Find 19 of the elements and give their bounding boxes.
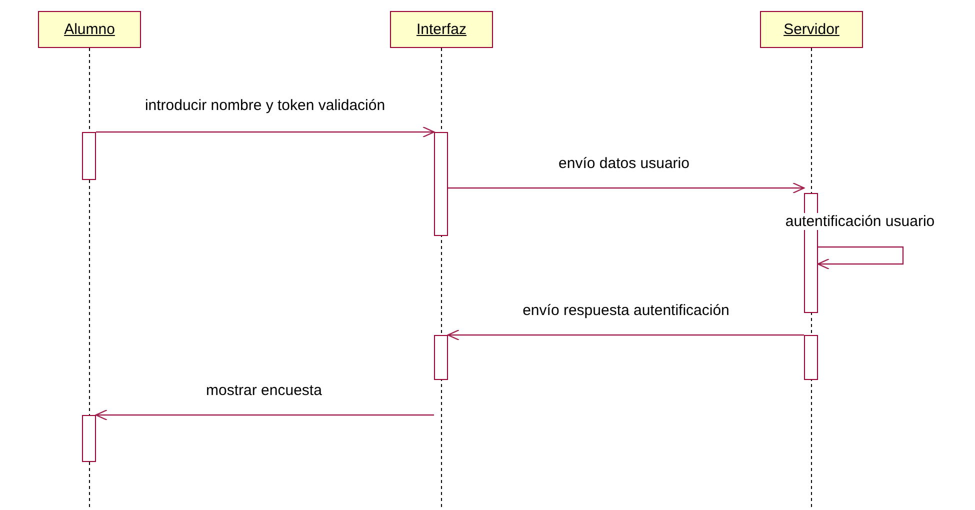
activation-bar xyxy=(804,335,818,380)
message-arrow xyxy=(447,329,804,341)
lifeline-header xyxy=(760,11,863,48)
activation-bar xyxy=(434,132,448,236)
message-label: introducir nombre y token validación xyxy=(144,97,386,114)
message-arrow xyxy=(95,409,434,421)
lifeline-header xyxy=(390,11,493,48)
self-message-arrow xyxy=(817,246,904,270)
activation-bar xyxy=(82,415,96,462)
object-name: Servidor xyxy=(784,21,840,38)
message-arrow xyxy=(96,126,435,138)
object-name: Interfaz xyxy=(416,21,467,38)
message-label: autentificación usuario xyxy=(784,213,936,230)
activation-bar xyxy=(82,132,96,180)
activation-bar xyxy=(434,335,448,380)
message-label: envío respuesta autentificación xyxy=(522,302,730,319)
object-name: Alumno xyxy=(64,21,115,38)
message-arrow xyxy=(448,182,805,194)
lifeline-header xyxy=(38,11,141,48)
